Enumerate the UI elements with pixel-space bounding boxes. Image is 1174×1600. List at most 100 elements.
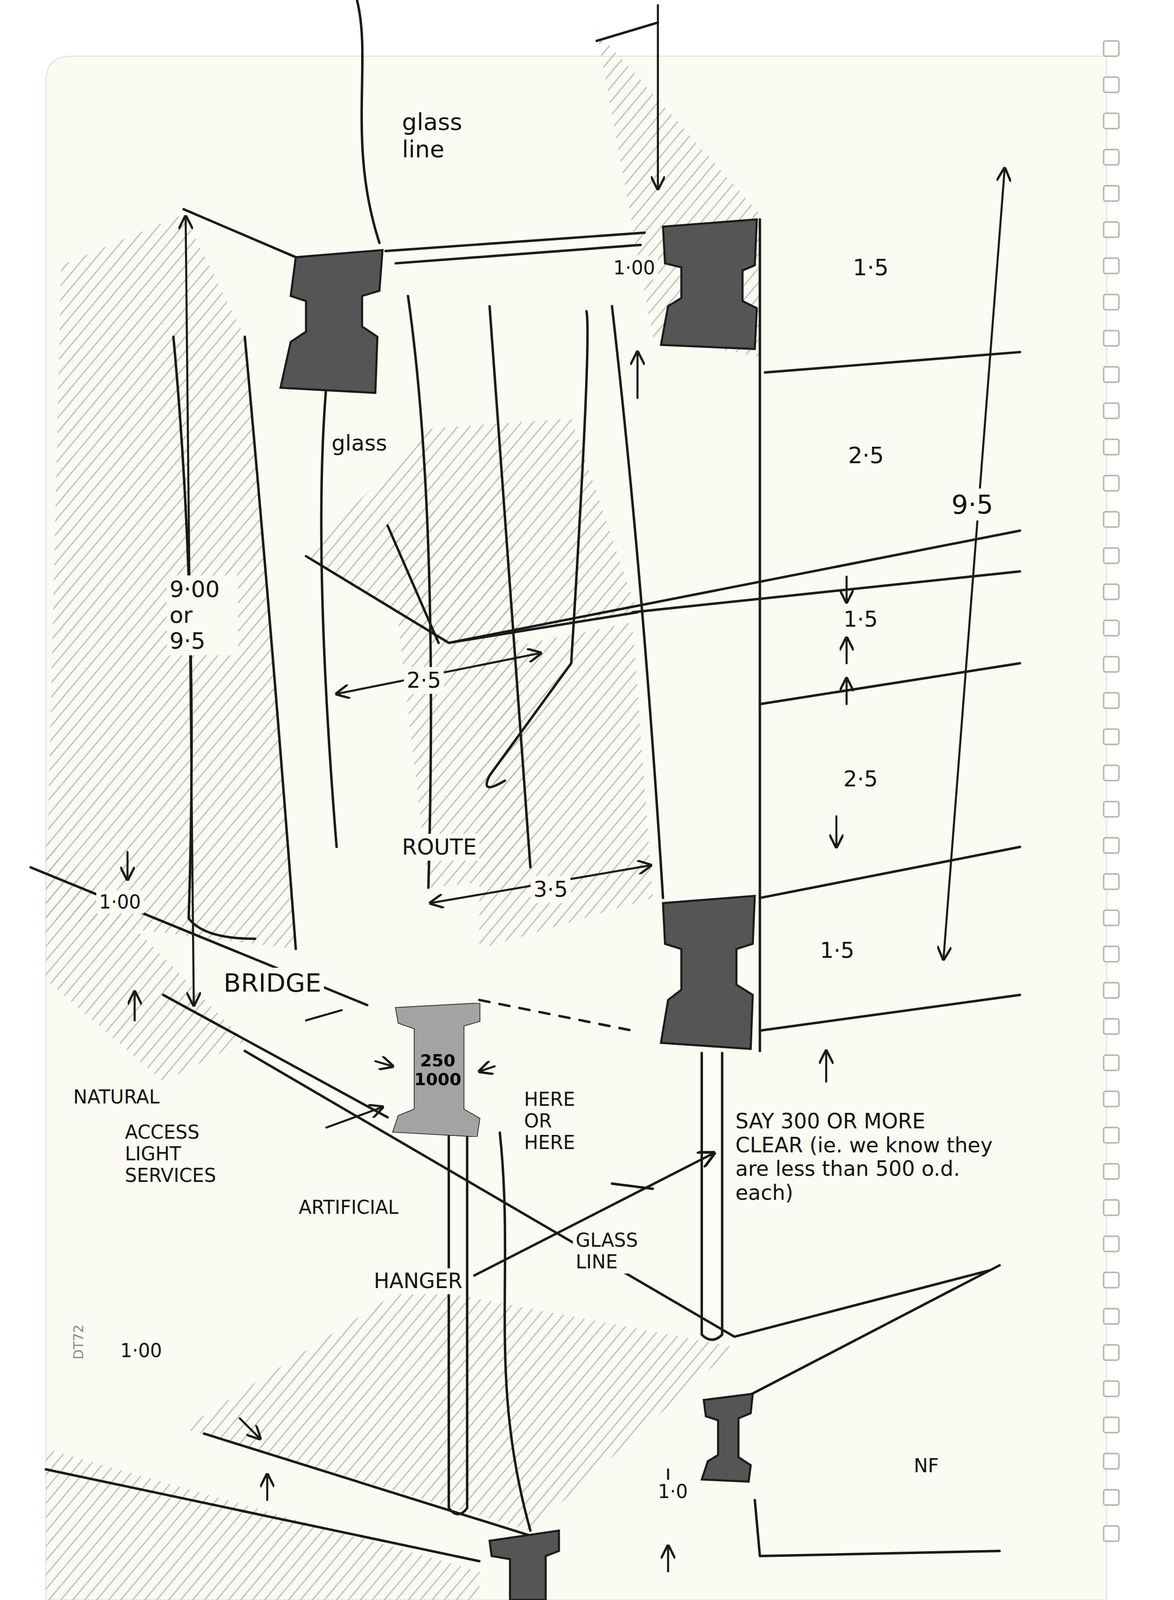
- sketch-stroke: [1103, 366, 1120, 383]
- sketch-stroke: [596, 22, 658, 41]
- sketch-stroke: [1103, 692, 1120, 709]
- dimension: 9·5: [948, 488, 997, 521]
- sketch-stroke: [1103, 475, 1120, 491]
- sketch-stroke: [203, 1433, 531, 1536]
- note-label: GLASS LINE: [572, 1228, 654, 1274]
- dimension: 2·5: [840, 765, 881, 793]
- sketch-stroke: [660, 895, 755, 1049]
- sketch-stroke: [1103, 511, 1120, 527]
- dimension: 1·0: [655, 1479, 691, 1503]
- sketch-stroke: [1103, 1416, 1120, 1433]
- sketch-stroke: [1103, 258, 1120, 274]
- sketch-stroke: [1103, 1018, 1120, 1035]
- sketch-stroke: [1103, 77, 1120, 93]
- sketch-stroke: [1103, 584, 1120, 600]
- sketch-stroke: [667, 1545, 670, 1571]
- sketch-stroke: [375, 1060, 393, 1066]
- sketch-stroke: [395, 244, 641, 263]
- sketch-stroke: [133, 991, 136, 1020]
- note-label: NF: [911, 1453, 942, 1477]
- hatching: [46, 30, 760, 1600]
- sketch-stroke: [1103, 149, 1120, 165]
- sketch-stroke: [1103, 40, 1120, 57]
- sketch-stroke: [1103, 222, 1120, 238]
- sketch-stroke: [46, 836, 246, 1082]
- sketch-stroke: [1103, 1127, 1120, 1143]
- sketch-stroke: [239, 1417, 260, 1438]
- sketch-stroke: [280, 249, 383, 393]
- sketch-stroke: [479, 999, 633, 1031]
- sketch-stroke: [734, 1264, 1000, 1403]
- sketch-stroke: [596, 30, 761, 357]
- sketch-stroke: [46, 1468, 480, 1561]
- sketch-stroke: [1103, 982, 1120, 998]
- sketch-stroke: [1103, 548, 1120, 564]
- sketch-stroke: [479, 1065, 495, 1072]
- sketch-stroke: [845, 576, 848, 602]
- sketch-stroke: [835, 816, 838, 847]
- sketch-stroke: [656, 5, 659, 189]
- dimension: 1·00: [610, 255, 658, 280]
- sketch-stroke: [759, 846, 1020, 898]
- note-label: glass line: [399, 108, 485, 164]
- note-label: NATURAL: [70, 1084, 163, 1109]
- sketch-stroke: [183, 208, 296, 257]
- sketch-stroke: [448, 530, 1020, 643]
- sketch-stroke: [356, 0, 380, 243]
- sketch-stroke: [1103, 439, 1120, 455]
- sketch-stroke: [183, 1285, 735, 1530]
- dimension-lines: [127, 5, 1005, 1571]
- sketch-stroke: [474, 1152, 714, 1276]
- sketch-stroke: [1103, 1380, 1120, 1397]
- sketch-stroke: [845, 637, 848, 664]
- sheet-number: DT72: [70, 1321, 88, 1362]
- sketch-stroke: [701, 1393, 753, 1482]
- part-name: HANGER: [370, 1267, 466, 1294]
- sketch-stroke: [326, 1106, 383, 1128]
- sketch-stroke: [1103, 1452, 1120, 1469]
- note-label: ARTIFICIAL: [295, 1195, 402, 1219]
- sketch-stroke: [1103, 656, 1120, 672]
- dimension: 1·00: [96, 889, 144, 914]
- sketch-stroke: [1103, 402, 1120, 419]
- sketch-stroke: [1103, 1054, 1120, 1071]
- sketch-stroke: [30, 866, 368, 1005]
- sketch-stroke: [759, 663, 1020, 704]
- sketch-stroke: [489, 1529, 560, 1600]
- note-label: SAY 300 OR MORE CLEAR (ie. we know they …: [732, 1108, 1002, 1205]
- sketch-stroke: [1103, 910, 1120, 926]
- sketch-stroke: [448, 1134, 468, 1514]
- section-size: 250 1000: [414, 1050, 462, 1089]
- sketch-stroke: [1103, 1163, 1120, 1179]
- sketch-stroke: [611, 1183, 653, 1189]
- dimension: 2·5: [403, 666, 444, 694]
- sketch-stroke: [1103, 873, 1120, 889]
- sketch-stroke: [943, 168, 1005, 959]
- sketch-stroke: [701, 1052, 722, 1340]
- sketch-stroke: [486, 311, 588, 788]
- sketch-stroke: [1103, 1308, 1120, 1324]
- sketch-stroke: [758, 219, 762, 1051]
- i-beam-shape: [392, 1002, 480, 1137]
- sketch-stroke: [126, 851, 129, 880]
- dimension: 1·5: [849, 253, 892, 282]
- note-label: ACCESS LIGHT SERVICES: [122, 1119, 246, 1187]
- sketch-stroke: [46, 214, 296, 949]
- sketch-stroke: [306, 556, 638, 643]
- sketch-stroke: [1103, 1199, 1120, 1215]
- sketch-stroke: [845, 678, 848, 704]
- sketch-stroke: [306, 1009, 342, 1020]
- sketch-stroke: [611, 306, 664, 898]
- sketch-stroke: [764, 351, 1020, 372]
- sketch-stroke: [1103, 1235, 1120, 1252]
- part-name: ROUTE: [399, 833, 480, 861]
- sketch-stroke: [1103, 1525, 1120, 1541]
- note-label: HERE OR HERE: [521, 1087, 598, 1154]
- sketch-stroke: [489, 306, 531, 868]
- sketch-stroke: [1103, 946, 1120, 962]
- sketch-stroke: [1103, 1489, 1120, 1505]
- sketch-stroke: [430, 865, 651, 903]
- dimension: 1·00: [117, 1338, 165, 1362]
- sketch-stroke: [825, 1050, 827, 1082]
